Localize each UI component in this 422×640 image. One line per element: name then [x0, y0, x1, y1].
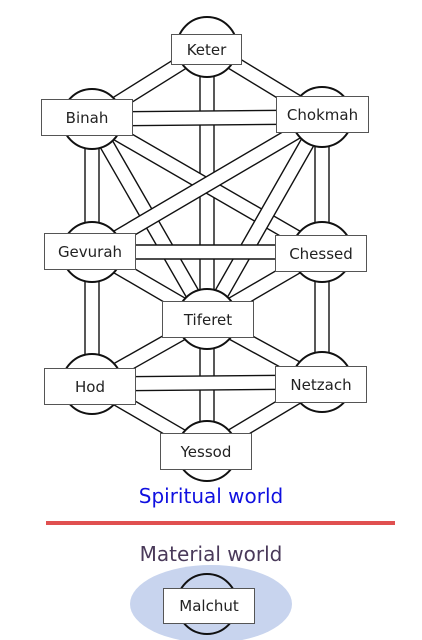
world-divider: [46, 521, 395, 525]
chessed-label: Chessed: [275, 235, 367, 272]
keter-label: Keter: [171, 34, 242, 65]
hod-label: Hod: [44, 368, 136, 405]
netzach-label: Netzach: [275, 366, 367, 403]
chokmah-label: Chokmah: [276, 96, 369, 133]
material-world-label: Material world: [139, 542, 283, 566]
gevurah-label: Gevurah: [44, 233, 136, 270]
tiferet-label: Tiferet: [162, 301, 254, 338]
malchut-label: Malchut: [163, 588, 255, 624]
binah-label: Binah: [41, 99, 133, 136]
yessod-label: Yessod: [160, 433, 252, 470]
spiritual-world-label: Spiritual world: [138, 484, 284, 508]
